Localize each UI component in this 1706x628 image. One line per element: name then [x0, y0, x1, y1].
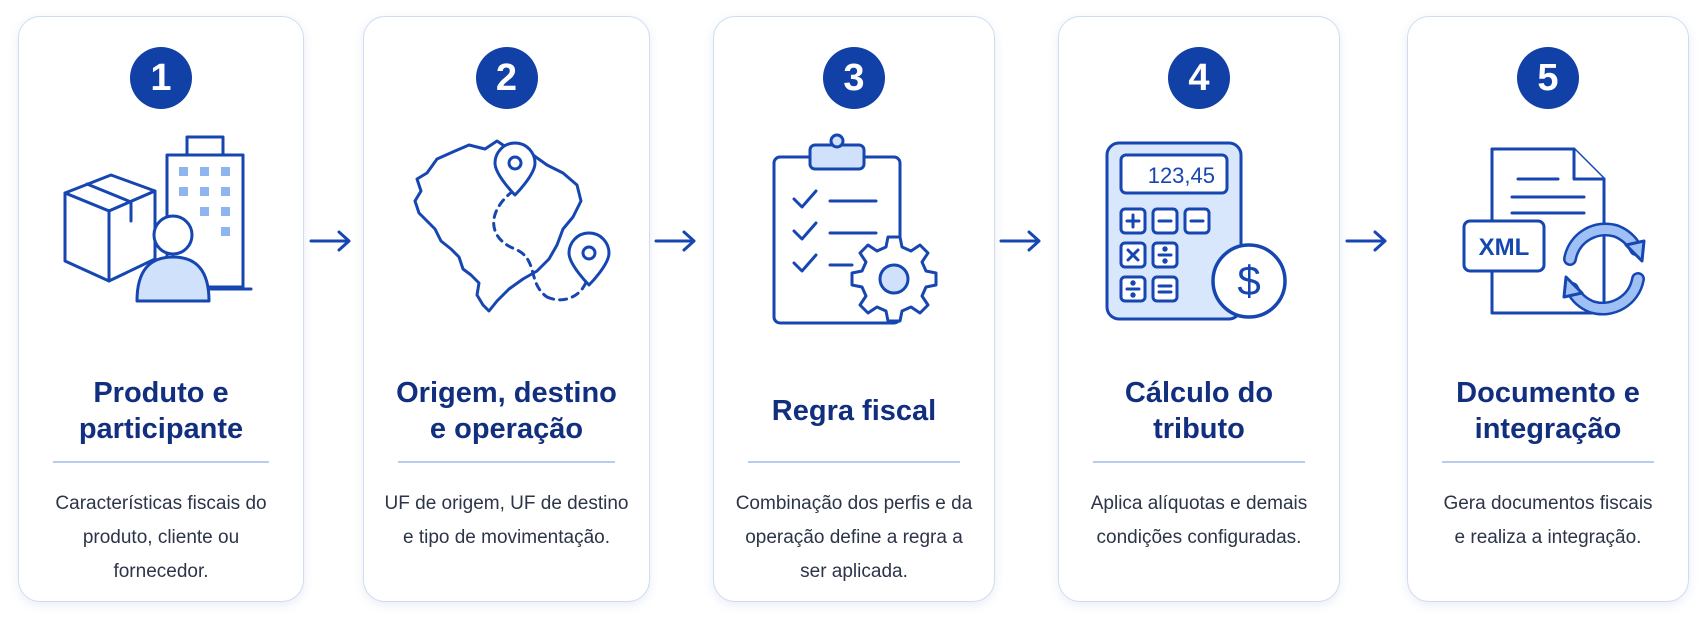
step-card-5: 5 XML Documento e integração Gera documen… [1407, 16, 1689, 602]
step-title-line: Cálculo do [1124, 377, 1274, 409]
step-description: Gera documentos fiscais e realiza a integ… [1426, 487, 1670, 555]
step-number-badge: 2 [475, 47, 538, 109]
description-line: condições configuradas. [1096, 527, 1302, 548]
step-title-line: integração [1474, 413, 1622, 445]
description-line: operação define a regra a [745, 527, 963, 548]
step-description: Características fiscais do produto, clien… [37, 487, 285, 589]
description-line: Características fiscais do [55, 493, 267, 514]
step-title-line: Regra fiscal [771, 395, 937, 427]
description-line: Aplica alíquotas e demais [1090, 493, 1308, 514]
box-building-person-icon [51, 129, 271, 339]
svg-text:$: $ [1237, 257, 1260, 304]
step-number-badge: 5 [1517, 47, 1579, 109]
step-number-badge: 3 [823, 47, 885, 109]
description-line: Gera documentos fiscais [1443, 493, 1653, 514]
step-card-2: 2 Origem, destino e operação UF de origem… [363, 16, 650, 602]
divider [1093, 461, 1305, 463]
arrow-right-icon [653, 228, 699, 254]
calculator-display: 123,45 [1148, 163, 1215, 188]
description-line: produto, cliente ou fornecedor. [82, 527, 240, 582]
description-line: e realiza a integração. [1454, 527, 1642, 548]
step-number-badge: 1 [130, 47, 192, 109]
clipboard-checklist-gear-icon [744, 129, 964, 339]
arrow-right-icon [308, 228, 354, 254]
divider [748, 461, 960, 463]
step-title: Documento e integração [1408, 363, 1688, 459]
step-title: Cálculo do tributo [1059, 363, 1339, 459]
step-card-3: 3 Regra fiscal Combinação dos perfis e d… [713, 16, 995, 602]
xml-label: XML [1479, 234, 1530, 261]
description-line: UF de origem, UF de destino [384, 493, 629, 514]
divider [53, 461, 269, 463]
step-description: UF de origem, UF de destino e tipo de mov… [382, 487, 631, 555]
xml-document-sync-icon: XML [1438, 129, 1658, 339]
step-title-line: Documento e [1456, 377, 1640, 409]
step-title-line: e operação [429, 413, 584, 445]
description-line: ser aplicada. [800, 561, 908, 582]
step-title-line: tributo [1153, 413, 1245, 445]
step-description: Aplica alíquotas e demais condições confi… [1077, 487, 1321, 555]
step-card-4: 4 123,45 $ Cálculo do tributo Aplica alíq… [1058, 16, 1340, 602]
step-title-line: participante [78, 413, 244, 445]
step-title: Produto e participante [19, 363, 303, 459]
step-description: Combinação dos perfis e da operação defin… [732, 487, 976, 589]
divider [1442, 461, 1654, 463]
calculator-dollar-icon: 123,45 $ [1089, 129, 1309, 339]
step-number-badge: 4 [1168, 47, 1230, 109]
divider [398, 461, 615, 463]
arrow-right-icon [998, 228, 1044, 254]
arrow-right-icon [1344, 228, 1390, 254]
brazil-map-route-icon [397, 129, 617, 339]
step-title: Regra fiscal [714, 363, 994, 459]
description-line: e tipo de movimentação. [402, 527, 610, 548]
step-title-line: Produto e [93, 377, 229, 409]
description-line: Combinação dos perfis e da [735, 493, 973, 514]
step-title: Origem, destino e operação [364, 363, 649, 459]
step-title-line: Origem, destino [396, 377, 617, 409]
